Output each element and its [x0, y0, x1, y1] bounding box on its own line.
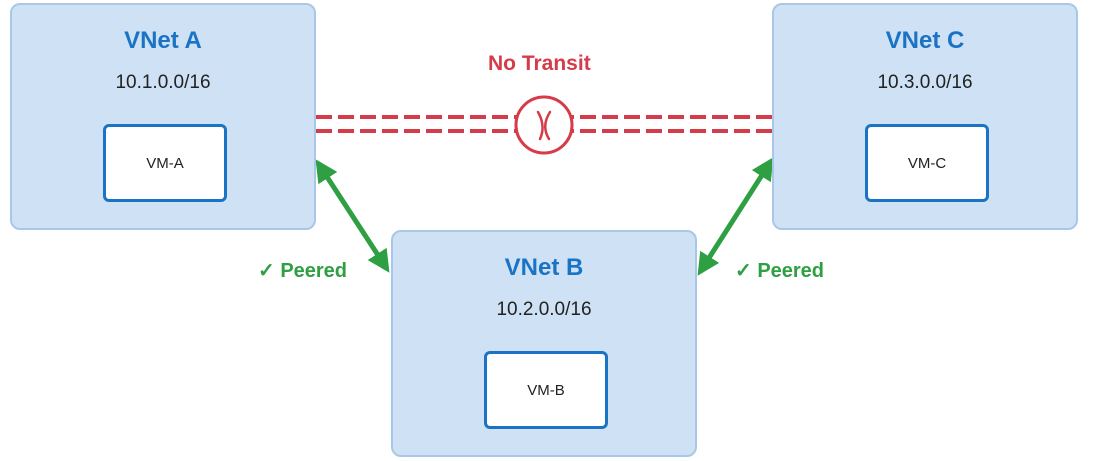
- no-transit-label: No Transit: [488, 52, 591, 75]
- vnet-c-cidr: 10.3.0.0/16: [877, 72, 973, 93]
- vm-c-box[interactable]: VM-C: [865, 124, 989, 202]
- vnet-c-title: VNet C: [885, 27, 965, 54]
- vnet-c-box[interactable]: VNet C 10.3.0.0/16 VM-C: [772, 3, 1078, 230]
- vnet-b-title: VNet B: [504, 254, 584, 281]
- peered-label-right: ✓ Peered: [735, 260, 825, 282]
- vnet-b-cidr: 10.2.0.0/16: [496, 299, 592, 320]
- vnet-b-box[interactable]: VNet B 10.2.0.0/16 VM-B: [391, 230, 697, 457]
- vnet-a-cidr: 10.1.0.0/16: [115, 72, 211, 93]
- vm-a-box[interactable]: VM-A: [103, 124, 227, 202]
- peering-arrow-a-b: [315, 159, 390, 273]
- cross-icon: [514, 95, 574, 155]
- vnet-a-title: VNet A: [124, 27, 202, 54]
- vm-b-box[interactable]: VM-B: [484, 351, 608, 429]
- peering-arrow-b-c: [697, 157, 774, 276]
- vnet-a-box[interactable]: VNet A 10.1.0.0/16 VM-A: [10, 3, 316, 230]
- peered-label-left: ✓ Peered: [258, 260, 348, 282]
- no-transit-link: [316, 95, 772, 155]
